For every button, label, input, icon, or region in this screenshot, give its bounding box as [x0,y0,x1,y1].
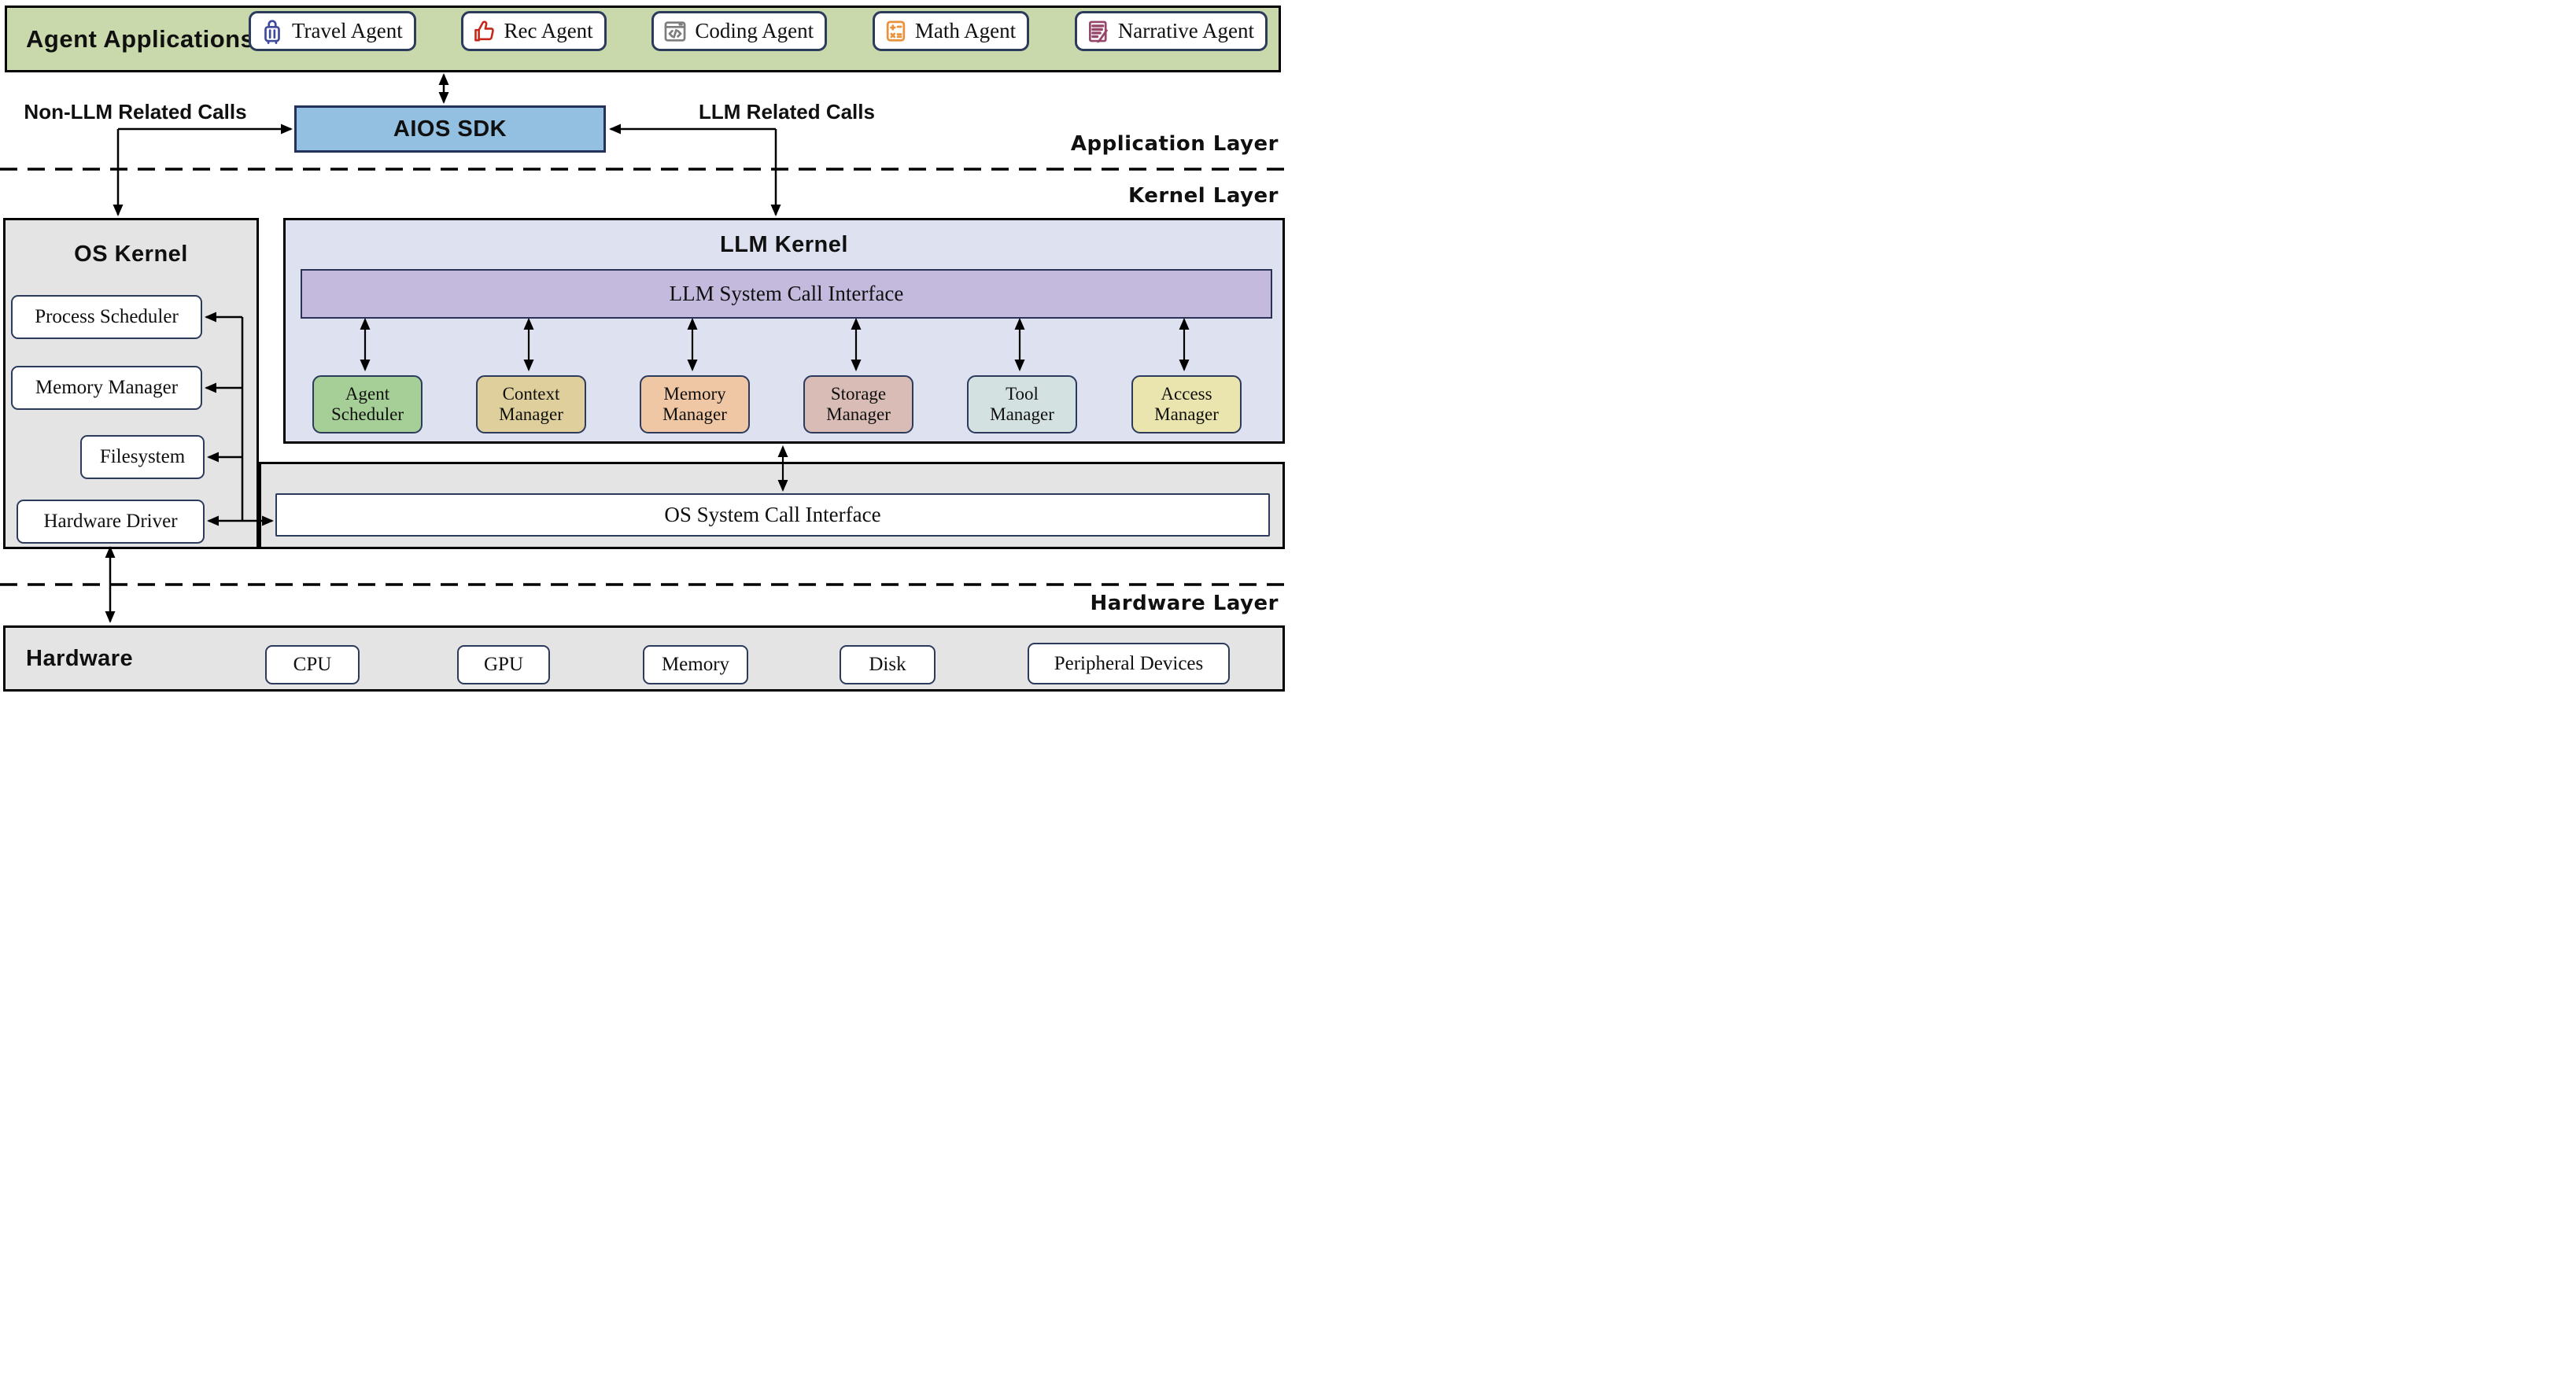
process-scheduler-box: Process Scheduler [11,295,202,339]
hardware-driver-box: Hardware Driver [17,500,205,544]
calculator-icon [886,20,906,42]
os-kernel-title: OS Kernel [74,242,188,267]
storage-manager-label-line1: Storage [830,384,887,404]
tool-manager-label-line2: Manager [990,404,1054,424]
storage-manager-label-line2: Manager [826,404,891,424]
llm-system-call-interface-label: LLM System Call Interface [669,282,904,305]
memory-manager-box: Memory Manager [640,375,750,433]
agent-scheduler-box: Agent Scheduler [312,375,423,433]
llm-system-call-interface-bar: LLM System Call Interface [301,269,1272,319]
aios-architecture-diagram: Agent Applications Travel Agent Rec Agen… [0,0,1288,694]
travel-agent-label: Travel Agent [292,19,403,42]
peripheral-devices-box: Peripheral Devices [1028,643,1230,684]
aios-sdk-label: AIOS SDK [393,116,507,142]
suitcase-icon [264,19,280,44]
hardware-title: Hardware [26,645,134,671]
agent-applications-title: Agent Applications [26,24,255,53]
rec-agent-label: Rec Agent [504,19,593,42]
context-manager-label-line2: Manager [499,404,563,424]
coding-agent-button: Coding Agent [651,11,828,51]
memory-device-box: Memory [643,645,748,684]
llm-kernel-title: LLM Kernel [720,232,848,257]
memory-manager-label-line1: Memory [663,384,726,404]
context-manager-label-line1: Context [502,384,560,404]
code-window-icon [665,20,686,42]
math-agent-label: Math Agent [914,19,1017,42]
context-manager-box: Context Manager [476,375,586,433]
access-manager-label-line2: Manager [1154,404,1219,424]
agent-buttons-row: Travel Agent Rec Agent Coding Agent [249,11,1268,51]
memory-manager-os-box: Memory Manager [11,366,202,410]
access-manager-box: Access Manager [1131,375,1242,433]
storage-manager-box: Storage Manager [803,375,913,433]
tool-manager-box: Tool Manager [967,375,1077,433]
document-pen-icon [1088,20,1108,42]
math-agent-button: Math Agent [872,11,1030,51]
filesystem-box: Filesystem [80,435,205,479]
tool-manager-label-line1: Tool [1006,384,1039,404]
llm-kernel-panel: LLM Kernel LLM System Call Interface Age… [283,218,1285,444]
os-system-call-interface-bar: OS System Call Interface [275,493,1270,537]
agent-scheduler-label-line2: Scheduler [331,404,404,424]
rec-agent-button: Rec Agent [461,11,607,51]
os-system-call-interface-label: OS System Call Interface [664,503,881,526]
application-layer-label: Application Layer [1070,132,1279,156]
agent-scheduler-label-line1: Agent [345,384,390,404]
agent-applications-bar: Agent Applications [5,6,1281,72]
non-llm-related-calls-label: Non-LLM Related Calls [24,100,247,124]
aios-sdk-box: AIOS SDK [294,105,606,153]
cpu-box: CPU [265,645,360,684]
hardware-layer-label: Hardware Layer [1090,592,1279,615]
disk-box: Disk [840,645,936,684]
thumbs-up-icon [474,20,495,42]
coding-agent-label: Coding Agent [695,19,814,42]
gpu-box: GPU [457,645,550,684]
access-manager-label-line1: Access [1161,384,1212,404]
narrative-agent-button: Narrative Agent [1074,11,1268,51]
memory-manager-label-line2: Manager [662,404,727,424]
kernel-layer-label: Kernel Layer [1128,184,1279,208]
llm-related-calls-label: LLM Related Calls [699,100,875,124]
narrative-agent-label: Narrative Agent [1117,19,1254,42]
travel-agent-button: Travel Agent [249,11,416,51]
